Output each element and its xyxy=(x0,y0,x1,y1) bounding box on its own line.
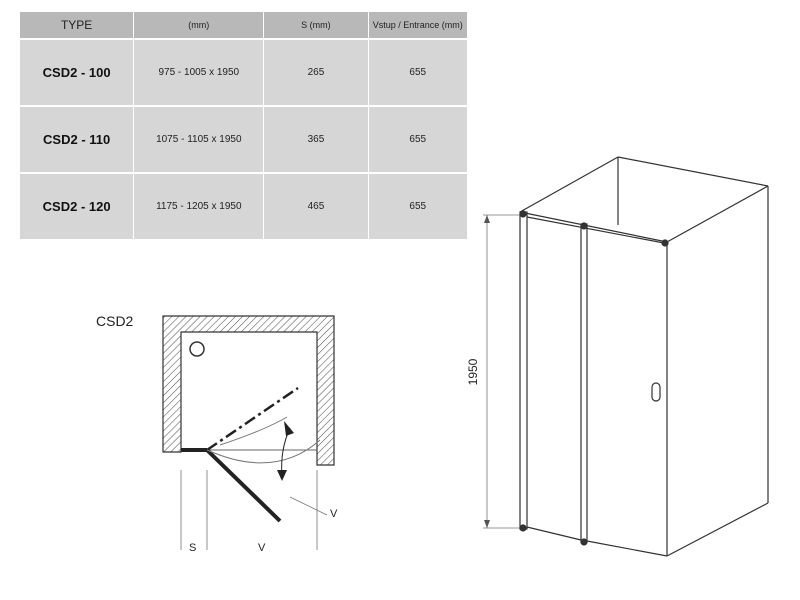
cell-s: 265 xyxy=(263,39,369,107)
hinge-dot-top-right xyxy=(661,239,669,247)
height-label: 1950 xyxy=(466,358,480,385)
swing-arc-inner xyxy=(219,416,288,446)
cell-s: 465 xyxy=(263,173,369,239)
door-hinge-profile xyxy=(580,223,588,543)
cell-entrance: 655 xyxy=(409,201,427,212)
bottom-fixed-edge xyxy=(526,526,582,541)
elevation-view: 1950 xyxy=(466,156,769,557)
door-handle-icon xyxy=(651,382,661,402)
drain-icon xyxy=(189,341,205,357)
hinge-dot-top-left xyxy=(519,210,527,218)
cell-size: 975 - 1005 x 1950 xyxy=(133,39,265,107)
plan-label-s: S xyxy=(189,542,196,554)
plan-view: CSD2 S V V xyxy=(96,313,338,554)
plan-wall xyxy=(162,315,335,466)
swing-arc-outer xyxy=(206,439,321,464)
header-entrance: Vstup / Entrance (mm) xyxy=(368,12,467,40)
cell-type: CSD2 - 100 xyxy=(20,39,135,107)
hinge-dot-bottom-left xyxy=(519,524,527,532)
cell-entrance: 655 xyxy=(368,39,467,107)
cell-type: CSD2 - 110 xyxy=(20,106,135,174)
dim-arrow-bottom xyxy=(484,520,490,528)
cell-s: 365 xyxy=(263,106,369,174)
plan-label-v-arrow: V xyxy=(330,508,338,520)
rotation-arrow xyxy=(281,427,291,476)
top-back-edge xyxy=(617,156,769,187)
hinge-dot-bottom-mid xyxy=(580,538,588,546)
header-size: (mm) xyxy=(133,12,265,40)
table-row: CSD2 - 110 1075 - 1105 x 1950 365 655 xyxy=(20,106,467,174)
table-header-row: TYPE (mm) S (mm) Vstup / Entrance (mm) xyxy=(20,12,467,40)
arrow-head-down xyxy=(277,470,287,481)
cell-entrance: 655 xyxy=(368,106,467,174)
header-s: S (mm) xyxy=(263,12,369,40)
table-row: CSD2 - 100 975 - 1005 x 1950 265 655 xyxy=(20,39,467,107)
hinge-dot-top-mid xyxy=(580,222,588,230)
top-right-edge xyxy=(666,185,769,243)
bottom-right-edge xyxy=(666,502,769,557)
top-front-edge xyxy=(519,211,668,243)
table-row: CSD2 - 120 1175 - 1205 x 1950 465 655 xyxy=(20,173,467,239)
plan-label-v: V xyxy=(258,542,266,554)
plan-title: CSD2 xyxy=(96,313,134,329)
spec-table: TYPE (mm) S (mm) Vstup / Entrance (mm) C… xyxy=(20,12,467,239)
arrow-head-up xyxy=(284,421,294,436)
v-leader-line xyxy=(289,496,328,516)
cell-type: CSD2 - 120 xyxy=(20,173,135,239)
bottom-door-edge xyxy=(586,540,668,557)
dim-arrow-top xyxy=(484,215,490,223)
cell-size: 1075 - 1105 x 1950 xyxy=(133,106,265,174)
door-top-profile xyxy=(526,216,665,244)
header-type: TYPE xyxy=(20,12,135,40)
door-inward-line xyxy=(206,386,299,452)
fixed-panel-frame xyxy=(519,211,528,530)
top-left-edge xyxy=(519,156,619,213)
door-open-panel xyxy=(205,448,282,523)
cell-size: 1175 - 1205 x 1950 xyxy=(133,173,265,239)
